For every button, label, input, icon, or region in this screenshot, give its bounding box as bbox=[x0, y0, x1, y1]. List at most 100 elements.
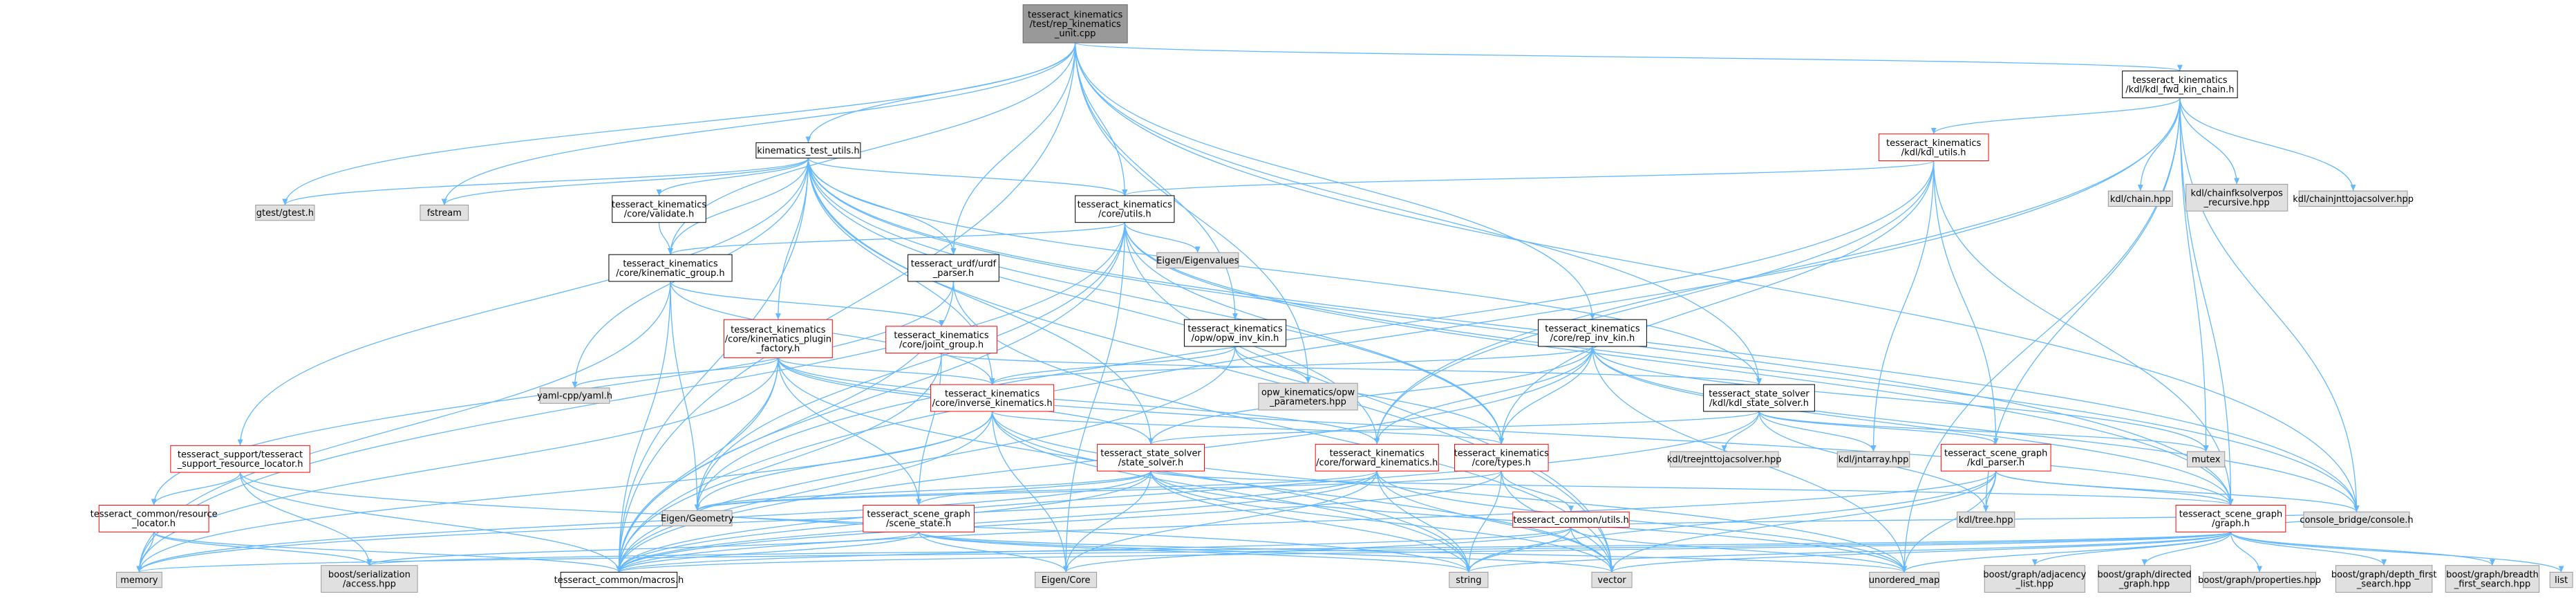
node-kdl_tree: kdl/tree.hpp bbox=[1957, 511, 2015, 528]
node-urdf_parser[interactable]: tesseract_urdf/urdf_parser.h bbox=[908, 254, 999, 282]
node-core_types[interactable]: tesseract_kinematics/core/types.h bbox=[1454, 443, 1550, 472]
node-common_utils[interactable]: tesseract_common/utils.h bbox=[1512, 511, 1630, 528]
node-core_kin_group[interactable]: tesseract_kinematics/core/kinematic_grou… bbox=[608, 254, 733, 282]
node-scene_state[interactable]: tesseract_scene_graph/scene_state.h bbox=[863, 505, 975, 532]
node-label-line: _list.hpp bbox=[2015, 579, 2053, 589]
node-label-line: boost/graph/breadth bbox=[2446, 570, 2539, 580]
node-box bbox=[321, 565, 418, 593]
node-label-line: vector bbox=[1597, 575, 1626, 586]
edge-root-to-opw_inv bbox=[1075, 43, 1239, 320]
node-rep_inv[interactable]: tesseract_kinematics/core/rep_inv_kin.h bbox=[1538, 319, 1647, 347]
node-label-line: unordered_map bbox=[1869, 575, 1940, 586]
edge-plugin_factory-to-scene_state bbox=[778, 358, 922, 505]
edge-root-to-urdf_parser bbox=[950, 43, 1076, 255]
node-box bbox=[2187, 451, 2226, 467]
edge-sg_graph-to-boost_serial bbox=[367, 531, 2232, 566]
node-label-line: _graph.hpp bbox=[2118, 579, 2170, 589]
node-label-line: tesseract_kinematics bbox=[1454, 449, 1550, 459]
edge-rep_inv-to-inv_kin bbox=[989, 346, 1593, 385]
edge-resource_locator_sup-to-resource_locator bbox=[151, 472, 241, 505]
node-state_solver[interactable]: tesseract_state_solver/state_solver.h bbox=[1097, 443, 1205, 472]
node-list: list bbox=[2549, 571, 2573, 588]
edge-kdl_parser-to-kdl_tree bbox=[1983, 471, 1997, 512]
edge-fwd_kin-to-string bbox=[1376, 471, 1472, 573]
node-opw_params: opw_kinematics/opw_parameters.hpp bbox=[1258, 382, 1358, 411]
edge-kdl_state_solver-to-kdl_jntarray bbox=[1758, 411, 1877, 452]
node-box bbox=[661, 510, 733, 527]
node-label-line: _factory.h bbox=[755, 344, 800, 354]
node-joint_group[interactable]: tesseract_kinematics/core/joint_group.h bbox=[885, 326, 997, 354]
node-box bbox=[1591, 571, 1633, 588]
edge-fwd_kin-to-vector bbox=[1376, 471, 1615, 573]
edge-scene_state-to-common_macros bbox=[616, 532, 919, 573]
node-box bbox=[2298, 190, 2408, 207]
node-label-line: /graph.h bbox=[2212, 519, 2250, 529]
node-box bbox=[1512, 511, 1630, 528]
edge-sg_graph-to-common_macros bbox=[617, 531, 2232, 573]
node-fwd_kin[interactable]: tesseract_kinematics/core/forward_kinema… bbox=[1315, 443, 1439, 472]
edge-kdl_fwd-to-kdl_chain bbox=[2137, 98, 2181, 192]
node-kdl_state_solver[interactable]: tesseract_state_solver/kdl/kdl_state_sol… bbox=[1703, 384, 1815, 412]
node-kdl_parser[interactable]: tesseract_scene_graph/kdl_parser.h bbox=[1940, 443, 2051, 472]
node-box bbox=[1940, 443, 2051, 472]
node-label-line: kinematics_test_utils.h bbox=[757, 146, 859, 156]
node-resource_locator_sup[interactable]: tesseract_support/tesseract_support_reso… bbox=[170, 445, 310, 473]
node-label-line: _parameters.hpp bbox=[1269, 397, 1346, 407]
edge-kdl_parser-to-string bbox=[1465, 471, 1997, 573]
node-label-line: tesseract_kinematics bbox=[1545, 324, 1640, 334]
edge-inv_kin-to-common_macros bbox=[616, 411, 993, 573]
node-box bbox=[2335, 565, 2433, 593]
node-label-line: tesseract_kinematics bbox=[1886, 138, 1982, 149]
node-label-line: tesseract_kinematics bbox=[1028, 10, 1123, 20]
node-plugin_factory[interactable]: tesseract_kinematics/core/kinematics_plu… bbox=[723, 319, 833, 358]
node-box bbox=[560, 571, 678, 588]
edge-common_utils-to-common_macros bbox=[616, 526, 1572, 573]
node-box bbox=[1984, 565, 2085, 593]
node-label-line: kdl/jntarray.hpp bbox=[1839, 455, 1909, 465]
node-label-line: tesseract_kinematics bbox=[612, 200, 707, 210]
node-kdl_utils[interactable]: tesseract_kinematics/kdl/kdl_utils.h bbox=[1878, 133, 1989, 162]
edge-inv_kin-to-eigen_core bbox=[991, 411, 1069, 573]
node-common_macros[interactable]: tesseract_common/macros.h bbox=[554, 571, 684, 588]
node-core_validate[interactable]: tesseract_kinematics/core/validate.h bbox=[612, 195, 707, 223]
node-opw_inv[interactable]: tesseract_kinematics/opw/opw_inv_kin.h bbox=[1183, 319, 1287, 347]
edge-rep_inv-to-fwd_kin bbox=[1374, 346, 1593, 445]
edge-root-to-gtest bbox=[282, 43, 1076, 205]
node-label-line: _search.hpp bbox=[2356, 579, 2412, 589]
edge-resource_locator_sup-to-boost_serial bbox=[239, 472, 373, 566]
edge-common_utils-to-string bbox=[1465, 527, 1572, 573]
edge-core_types-to-eigen_geometry bbox=[695, 470, 1502, 511]
node-yaml: yaml-cpp/yaml.h bbox=[537, 387, 612, 404]
node-label-line: /core/validate.h bbox=[624, 210, 695, 220]
node-resource_locator[interactable]: tesseract_common/resource_locator.h bbox=[91, 505, 218, 532]
edge-kdl_utils-to-kdl_jntarray bbox=[1870, 160, 1935, 452]
edge-sg_graph-to-bg_adjacency bbox=[2031, 532, 2232, 566]
node-label-line: kdl/chainfksolverpos bbox=[2190, 189, 2283, 199]
node-label-line: tesseract_kinematics bbox=[1330, 449, 1425, 459]
node-label-line: _parser.h bbox=[932, 268, 974, 279]
node-core_utils[interactable]: tesseract_kinematics/core/utils.h bbox=[1075, 195, 1175, 223]
node-inv_kin[interactable]: tesseract_kinematics/core/inverse_kinema… bbox=[930, 384, 1055, 412]
node-box bbox=[1183, 319, 1287, 347]
node-sg_graph[interactable]: tesseract_scene_graph/graph.h bbox=[2175, 505, 2286, 532]
node-box bbox=[1449, 571, 1489, 588]
edge-kdl_state_solver-to-mutex bbox=[1758, 411, 2209, 452]
edge-kin_test_utils-to-urdf_parser bbox=[807, 158, 957, 255]
edge-kin_test_utils-to-core_kin_group bbox=[668, 158, 809, 255]
node-label-line: fstream bbox=[427, 208, 462, 219]
edge-core_utils-to-eigenvalues bbox=[1124, 222, 1201, 253]
edge-kdl_state_solver-to-kdl_treejnt bbox=[1721, 411, 1760, 452]
node-label-line: kdl/chain.hpp bbox=[2110, 194, 2171, 205]
edge-kdl_fwd-to-kdl_utils bbox=[1930, 98, 2181, 135]
edge-opw_inv-to-opw_params bbox=[1234, 346, 1311, 384]
node-root[interactable]: tesseract_kinematics/test/rep_kinematics… bbox=[1022, 4, 1128, 44]
node-box bbox=[930, 384, 1055, 412]
node-label-line: tesseract_state_solver bbox=[1709, 389, 1809, 399]
node-kdl_fwd[interactable]: tesseract_kinematics/kdl/kdl_fwd_kin_cha… bbox=[2122, 71, 2238, 98]
node-box bbox=[755, 142, 861, 159]
edge-inv_kin-to-unordered_map bbox=[991, 411, 1907, 573]
node-box bbox=[1454, 443, 1549, 472]
edge-fwd_kin-to-eigen_core bbox=[1063, 471, 1378, 573]
node-kin_test_utils[interactable]: kinematics_test_utils.h bbox=[755, 142, 861, 159]
node-box bbox=[1315, 443, 1439, 472]
